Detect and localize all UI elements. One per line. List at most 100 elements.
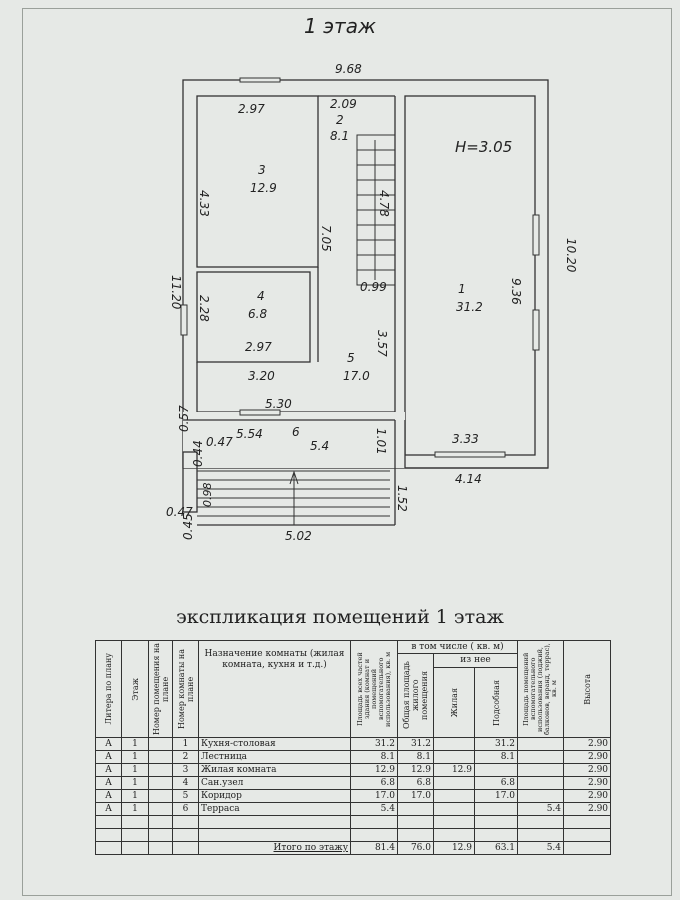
table-cell <box>433 802 475 816</box>
table-cell: 1 <box>121 750 149 764</box>
plan-label: 0.57 <box>177 405 191 432</box>
table-cell: 12.9 <box>433 763 475 777</box>
table-cell: 12.9 <box>350 763 398 777</box>
empty-cell <box>148 815 173 829</box>
empty-cell <box>95 841 122 855</box>
table-cell: 4 <box>172 776 199 790</box>
plan-label: 17.0 <box>343 369 370 383</box>
empty-row <box>95 828 612 842</box>
floor-title: 1 этаж <box>304 14 376 38</box>
header-komn: Номер комнаты на плане <box>176 649 195 729</box>
table-header: из нее <box>432 653 519 668</box>
header-podsob: Подсобная <box>491 679 501 726</box>
table-cell <box>148 789 173 803</box>
table-header: Литера по плану <box>95 640 122 738</box>
empty-cell <box>95 828 122 842</box>
floor-plan: 9.68 11.20 10.20 H=3.05 2.97 2.09 28.1 4… <box>166 62 578 543</box>
total-value <box>563 841 612 855</box>
table-cell: 2.90 <box>563 737 612 751</box>
ceiling-height: H=3.05 <box>455 138 512 156</box>
empty-cell <box>473 828 519 842</box>
table-cell: 31.2 <box>473 737 519 751</box>
table-cell <box>433 750 475 764</box>
table-cell: 17.0 <box>350 789 398 803</box>
empty-cell <box>517 828 565 842</box>
table-cell: А <box>95 737 122 751</box>
empty-cell <box>350 828 398 842</box>
plan-label: 8.1 <box>330 129 349 143</box>
explication-title: экспликация помещений 1 этаж <box>176 606 504 628</box>
empty-cell <box>198 815 351 829</box>
table-cell: 6.8 <box>350 776 398 790</box>
empty-cell <box>433 828 475 842</box>
table-cell: Жилая комната <box>198 763 351 777</box>
table-cell: 1 <box>172 737 199 751</box>
table-header: Подсобная <box>473 667 519 738</box>
table-cell: 1 <box>121 763 149 777</box>
table-cell: 2 <box>172 750 199 764</box>
header-litera: Литера по плану <box>104 653 113 725</box>
empty-cell <box>563 815 612 829</box>
plan-label: 7.05 <box>319 225 333 252</box>
total-value: 76.0 <box>397 841 434 855</box>
table-header: Этаж <box>121 640 149 738</box>
plan-label: 0.44 <box>191 440 205 467</box>
table-cell: А <box>95 750 122 764</box>
table-cell: Кухня-столовая <box>198 737 351 751</box>
empty-cell <box>148 828 173 842</box>
table-cell <box>517 789 565 803</box>
plan-label: 6.8 <box>248 307 267 321</box>
table-cell <box>148 802 173 816</box>
empty-cell <box>397 828 434 842</box>
empty-cell <box>473 815 519 829</box>
table-cell <box>473 763 519 777</box>
table-cell <box>517 763 565 777</box>
plan-label: 2.09 <box>330 97 357 111</box>
table-cell: 1 <box>121 737 149 751</box>
plan-label: 0.45 <box>181 513 195 540</box>
plan-label: 1.01 <box>374 428 388 455</box>
total-value: 63.1 <box>473 841 519 855</box>
plan-label: 12.9 <box>250 181 277 195</box>
table-header: Площадь всех частей здания (комнат и пом… <box>350 640 398 738</box>
table-cell: 17.0 <box>397 789 434 803</box>
plan-label: 3.57 <box>375 330 389 357</box>
header-zhilaya: Жилая <box>449 687 459 718</box>
table-cell: 3 <box>172 763 199 777</box>
table-cell: Терраса <box>198 802 351 816</box>
empty-cell <box>121 815 149 829</box>
empty-cell <box>397 815 434 829</box>
dim-left: 11.20 <box>169 275 183 310</box>
plan-label: 31.2 <box>456 300 483 314</box>
header-pom: Номер помещения на плане <box>151 642 170 736</box>
plan-label: 6 <box>292 425 300 439</box>
empty-cell <box>172 828 199 842</box>
total-label: Итого по этажу <box>198 841 351 855</box>
room-3-wall <box>196 95 319 268</box>
plan-label: 2.28 <box>197 295 211 322</box>
plan-label: 2.97 <box>238 102 265 116</box>
table-header: Высота <box>563 640 612 738</box>
plan-label: 0.47 <box>206 435 233 449</box>
table-cell <box>433 789 475 803</box>
table-cell <box>397 802 434 816</box>
total-value: 12.9 <box>433 841 475 855</box>
empty-cell <box>95 815 122 829</box>
table-cell: А <box>95 802 122 816</box>
table-cell: А <box>95 776 122 790</box>
empty-cell <box>433 815 475 829</box>
plan-label: 4.33 <box>197 190 211 217</box>
table-cell: 2.90 <box>563 776 612 790</box>
table-cell: 2.90 <box>563 789 612 803</box>
table-cell: 2.90 <box>563 750 612 764</box>
table-cell: А <box>95 789 122 803</box>
table-header: Жилая <box>433 667 475 738</box>
plan-label: 1.52 <box>395 485 409 512</box>
plan-label: 5.30 <box>265 397 292 411</box>
table-cell <box>148 737 173 751</box>
